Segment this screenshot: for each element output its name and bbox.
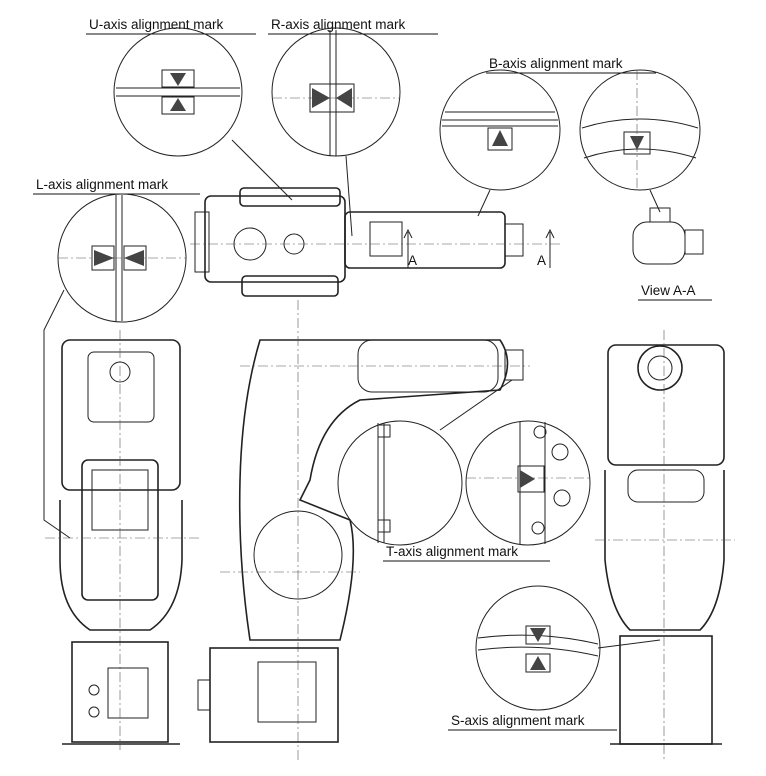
detail-view-a-a: [579, 69, 701, 213]
svg-text:View A-A: View A-A: [641, 283, 696, 298]
svg-text:S-axis alignment mark: S-axis alignment mark: [451, 713, 585, 728]
label-view-a-a: View A-A: [638, 283, 712, 301]
detail-r-axis: [271, 27, 401, 237]
svg-text:B-axis alignment mark: B-axis alignment mark: [489, 56, 623, 71]
side-view: [197, 300, 530, 760]
label-l-axis: L-axis alignment mark: [33, 177, 200, 195]
front-view: [45, 330, 200, 750]
label-t-axis: T-axis alignment mark: [383, 544, 550, 562]
detail-s-axis: [475, 585, 661, 711]
detail-l-axis: [43, 193, 187, 539]
section-mark-a-right: A: [537, 253, 546, 268]
rear-view: [595, 330, 735, 760]
label-b-axis: B-axis alignment mark: [486, 56, 656, 74]
svg-text:L-axis alignment mark: L-axis alignment mark: [36, 177, 168, 192]
detail-u-axis: [113, 27, 293, 201]
section-mark-a-left: A: [408, 253, 417, 268]
svg-text:T-axis alignment mark: T-axis alignment mark: [386, 544, 518, 559]
label-u-axis: U-axis alignment mark: [86, 17, 256, 35]
svg-text:U-axis alignment mark: U-axis alignment mark: [89, 17, 224, 32]
top-view: A A: [190, 187, 704, 297]
detail-b-axis: [439, 69, 561, 217]
label-s-axis: S-axis alignment mark: [448, 713, 617, 731]
detail-t-axis-left: [337, 379, 513, 546]
svg-text:R-axis alignment mark: R-axis alignment mark: [271, 17, 406, 32]
detail-t-axis-right: [465, 420, 591, 546]
label-r-axis: R-axis alignment mark: [268, 17, 438, 35]
